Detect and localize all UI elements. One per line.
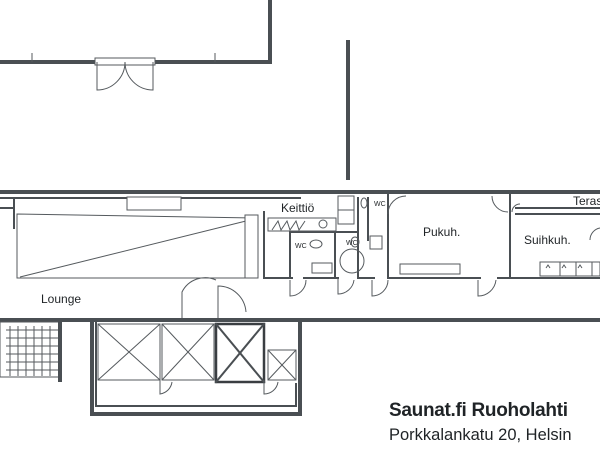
room-label-dressing: Pukuh. xyxy=(423,225,460,239)
lounge-furniture xyxy=(16,196,259,279)
entrance-double-door xyxy=(96,61,154,91)
lower-structure xyxy=(0,320,302,416)
kitchen-counter xyxy=(267,195,355,232)
interior-doors xyxy=(181,277,497,318)
dressing-room-fixtures xyxy=(387,195,509,275)
room-label-wc-2: WC xyxy=(346,240,358,247)
venue-address: Porkkalankatu 20, Helsin xyxy=(389,426,572,444)
room-label-kitchen: Keittiö xyxy=(281,201,315,215)
room-label-terrace: Teras xyxy=(573,194,600,208)
shower-fixtures xyxy=(511,203,600,277)
wc-fixtures xyxy=(309,197,383,274)
upper-structure xyxy=(0,0,272,66)
room-label-lounge: Lounge xyxy=(41,292,81,306)
room-label-shower: Suihkuh. xyxy=(524,233,571,247)
venue-title: Saunat.fi Ruoholahti xyxy=(389,400,568,421)
room-label-wc-3: WC xyxy=(374,201,386,208)
room-label-wc-1: WC xyxy=(295,243,307,250)
